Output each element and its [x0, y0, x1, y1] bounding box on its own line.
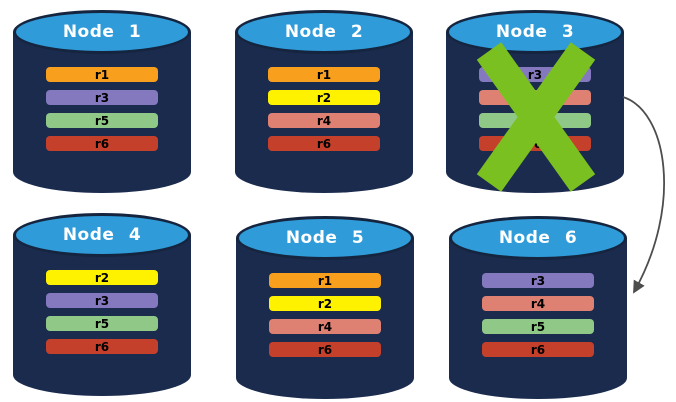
replica-label: r3 [530, 273, 546, 288]
replica-label: r5 [527, 113, 543, 128]
replica-bar: r4 [268, 113, 380, 128]
cylinder-top: Node 3 [446, 10, 624, 54]
node-title: Node 3 [495, 22, 575, 42]
cylinder-top: Node 2 [235, 10, 413, 54]
replica-bar: r3 [46, 293, 158, 308]
replica-bar: r6 [479, 136, 591, 151]
replica-bar: r1 [269, 273, 381, 288]
replica-list: r3 r4 r5 r6 [479, 67, 591, 159]
replica-bar: r4 [269, 319, 381, 334]
node-title: Node 5 [285, 228, 365, 248]
node-title: Node 6 [498, 228, 578, 248]
node-6: Node 6 r3 r4 r5 r6 [449, 216, 627, 399]
replica-label: r6 [316, 136, 332, 151]
replica-label: r2 [316, 90, 332, 105]
replica-label: r2 [94, 270, 110, 285]
node-4: Node 4 r2 r3 r5 r6 [13, 213, 191, 396]
replica-bar: r5 [479, 113, 591, 128]
replica-bar: r3 [46, 90, 158, 105]
replica-label: r5 [530, 319, 546, 334]
node-title: Node 1 [62, 22, 142, 42]
replica-bar: r4 [482, 296, 594, 311]
replica-label: r2 [317, 296, 333, 311]
replica-label: r4 [317, 319, 333, 334]
cylinder-body [236, 238, 414, 399]
replica-bar: r6 [46, 339, 158, 354]
replica-bar: r6 [46, 136, 158, 151]
cylinder-top: Node 1 [13, 10, 191, 54]
replica-bar: r3 [482, 273, 594, 288]
replica-list: r1 r2 r4 r6 [269, 273, 381, 365]
replica-label: r1 [317, 273, 333, 288]
replica-label: r6 [527, 136, 543, 151]
replica-bar: r1 [268, 67, 380, 82]
replica-bar: r2 [269, 296, 381, 311]
replica-label: r3 [94, 293, 110, 308]
replica-label: r1 [94, 67, 110, 82]
replica-bar: r4 [479, 90, 591, 105]
replica-list: r3 r4 r5 r6 [482, 273, 594, 365]
replica-list: r1 r3 r5 r6 [46, 67, 158, 159]
cylinder-body [235, 32, 413, 193]
replica-label: r4 [530, 296, 546, 311]
cylinder-body [13, 32, 191, 193]
replica-label: r1 [316, 67, 332, 82]
replica-label: r5 [94, 113, 110, 128]
replica-bar: r5 [46, 113, 158, 128]
node-2: Node 2 r1 r2 r4 r6 [235, 10, 413, 193]
replica-bar: r2 [46, 270, 158, 285]
replica-label: r5 [94, 316, 110, 331]
cylinder-top: Node 4 [13, 213, 191, 257]
node-1: Node 1 r1 r3 r5 r6 [13, 10, 191, 193]
replica-label: r6 [317, 342, 333, 357]
replica-bar: r2 [268, 90, 380, 105]
replica-list: r2 r3 r5 r6 [46, 270, 158, 362]
replica-list: r1 r2 r4 r6 [268, 67, 380, 159]
node-5: Node 5 r1 r2 r4 r6 [236, 216, 414, 399]
replica-label: r6 [94, 339, 110, 354]
cylinder-body [449, 238, 627, 399]
replica-bar: r5 [482, 319, 594, 334]
migration-arrow [622, 96, 665, 294]
replica-label: r4 [527, 90, 543, 105]
replica-label: r6 [530, 342, 546, 357]
node-title: Node 4 [62, 225, 142, 245]
cylinder-top: Node 5 [236, 216, 414, 260]
replica-bar: r3 [479, 67, 591, 82]
replica-label: r3 [94, 90, 110, 105]
replica-label: r3 [527, 67, 543, 82]
node-title: Node 2 [284, 22, 364, 42]
cylinder-top: Node 6 [449, 216, 627, 260]
replica-bar: r6 [269, 342, 381, 357]
replica-bar: r6 [482, 342, 594, 357]
replica-bar: r6 [268, 136, 380, 151]
cylinder-body [13, 235, 191, 396]
replica-label: r4 [316, 113, 332, 128]
node-3: Node 3 r3 r4 r5 r6 [446, 10, 624, 193]
replica-label: r6 [94, 136, 110, 151]
replica-bar: r1 [46, 67, 158, 82]
replica-bar: r5 [46, 316, 158, 331]
